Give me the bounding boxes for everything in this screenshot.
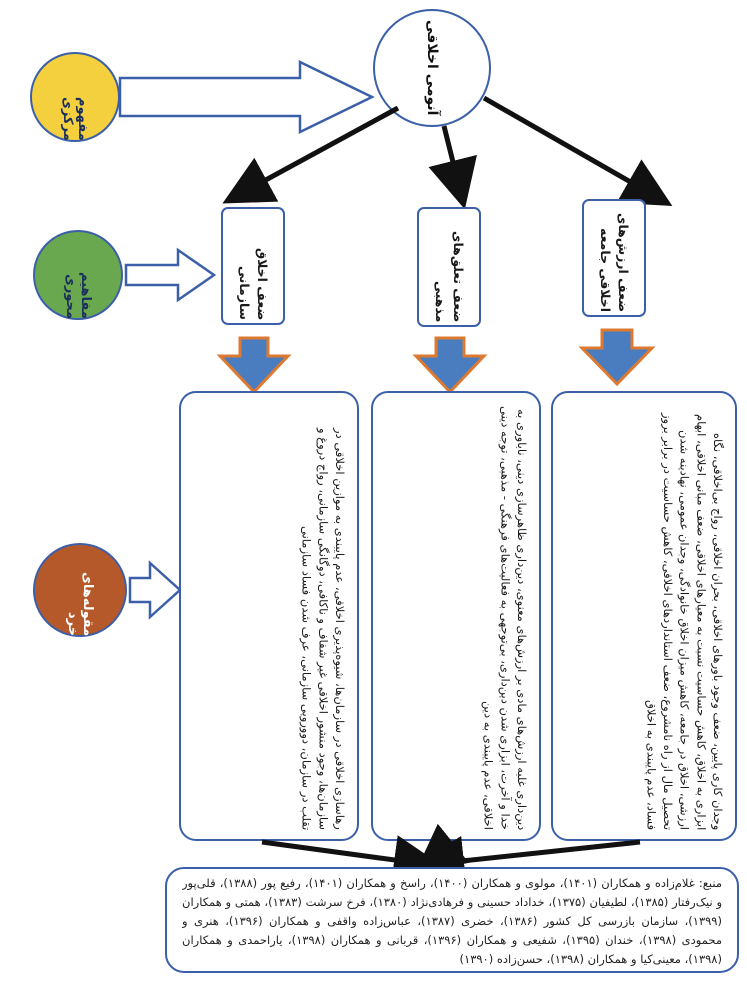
sub-box-1: [551, 391, 737, 841]
hollow-arrow-icon: [124, 247, 217, 303]
central-level-label: مفهوم مرکزی: [60, 97, 90, 141]
arrow-to-axial-1: [482, 95, 673, 206]
sub-box-3: [179, 391, 359, 841]
sub-level-label: مقوله‌های خرد: [65, 571, 95, 636]
hollow-arrow-icon: [128, 560, 182, 620]
axial-concept-1: ضعف ارزش‌های اخلاقی جامعه: [598, 212, 632, 312]
axial-concept-2: ضعف تعلق‌های مذهبی: [433, 230, 467, 322]
source-box: [165, 867, 739, 973]
arrow-to-source-2: [414, 823, 470, 875]
sub-category-3: رهاسازی اخلاقی در سازمان‌ها، شیوه‌پذیری …: [299, 427, 347, 830]
axial-box-3: [221, 207, 285, 325]
block-arrow-icon: [216, 336, 292, 395]
core-concept-circle: [373, 9, 491, 127]
arrow-to-source-3: [261, 835, 444, 885]
hollow-arrow-icon: [118, 60, 375, 134]
sub-level-circle: [33, 543, 127, 637]
axial-concept-3: ضعف اخلاق سازمانی: [237, 247, 271, 320]
core-concept-label: آنومی اخلاقی: [424, 20, 440, 116]
source-text: منبع: غلام‌زاده و همکاران (۱۴۰۱)، مولوی …: [182, 876, 722, 966]
axial-box-2: [417, 207, 481, 327]
arrow-to-source-1: [414, 835, 641, 886]
axial-level-label: مفاهیم محوری: [63, 272, 93, 319]
sub-category-1: وجدان کاری پایین، ضعف وجود باورهای اخلاق…: [644, 412, 725, 830]
arrow-to-axial-2: [428, 125, 477, 210]
block-arrow-icon: [578, 328, 656, 387]
axial-level-circle: [33, 230, 123, 320]
sub-category-2: دین‌داری غلبه ارزش‌های مادی بر ارزش‌های …: [481, 406, 529, 830]
block-arrow-icon: [412, 336, 488, 395]
arrow-to-axial-3: [222, 105, 400, 204]
axial-box-1: [582, 199, 646, 317]
